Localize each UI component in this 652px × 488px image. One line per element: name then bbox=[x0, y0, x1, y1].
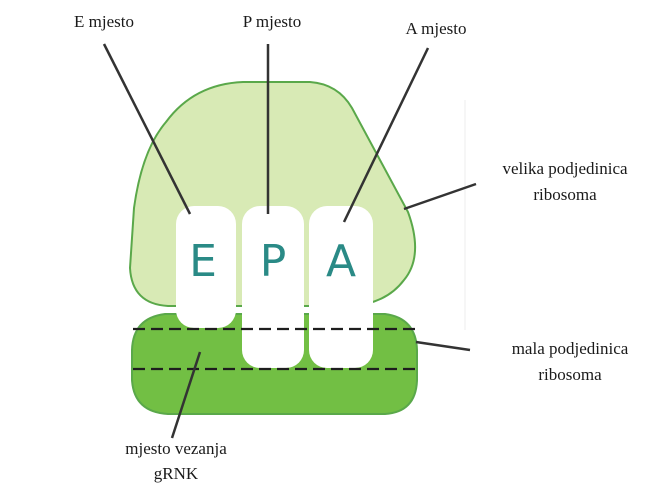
e-site-pocket bbox=[176, 206, 236, 328]
large-subunit-label-line1: velika podjedinica bbox=[502, 159, 628, 178]
e-site-letter: E bbox=[189, 236, 217, 287]
p-site-letter: P bbox=[260, 236, 287, 287]
e-site-label: E mjesto bbox=[74, 12, 134, 31]
mrna-site-label-line1: mjesto vezanja bbox=[125, 439, 227, 458]
mrna-site-label-line2: gRNK bbox=[154, 464, 199, 483]
a-site-pocket bbox=[309, 206, 373, 368]
large-subunit-label-line2: ribosoma bbox=[533, 185, 597, 204]
mrna-site-leader-line bbox=[170, 351, 202, 439]
p-site-label: P mjesto bbox=[243, 12, 301, 31]
a-site-label: A mjesto bbox=[406, 19, 467, 38]
p-site-pocket bbox=[242, 206, 304, 368]
e-site-leader-line bbox=[102, 43, 192, 215]
large-subunit-leader-line bbox=[403, 182, 477, 211]
a-site-letter: A bbox=[326, 236, 356, 287]
a-site-leader-line bbox=[342, 47, 430, 223]
small-subunit-leader-line bbox=[415, 340, 471, 352]
small-subunit-label-line1: mala podjedinica bbox=[512, 339, 629, 358]
small-subunit-label-line2: ribosoma bbox=[538, 365, 602, 384]
